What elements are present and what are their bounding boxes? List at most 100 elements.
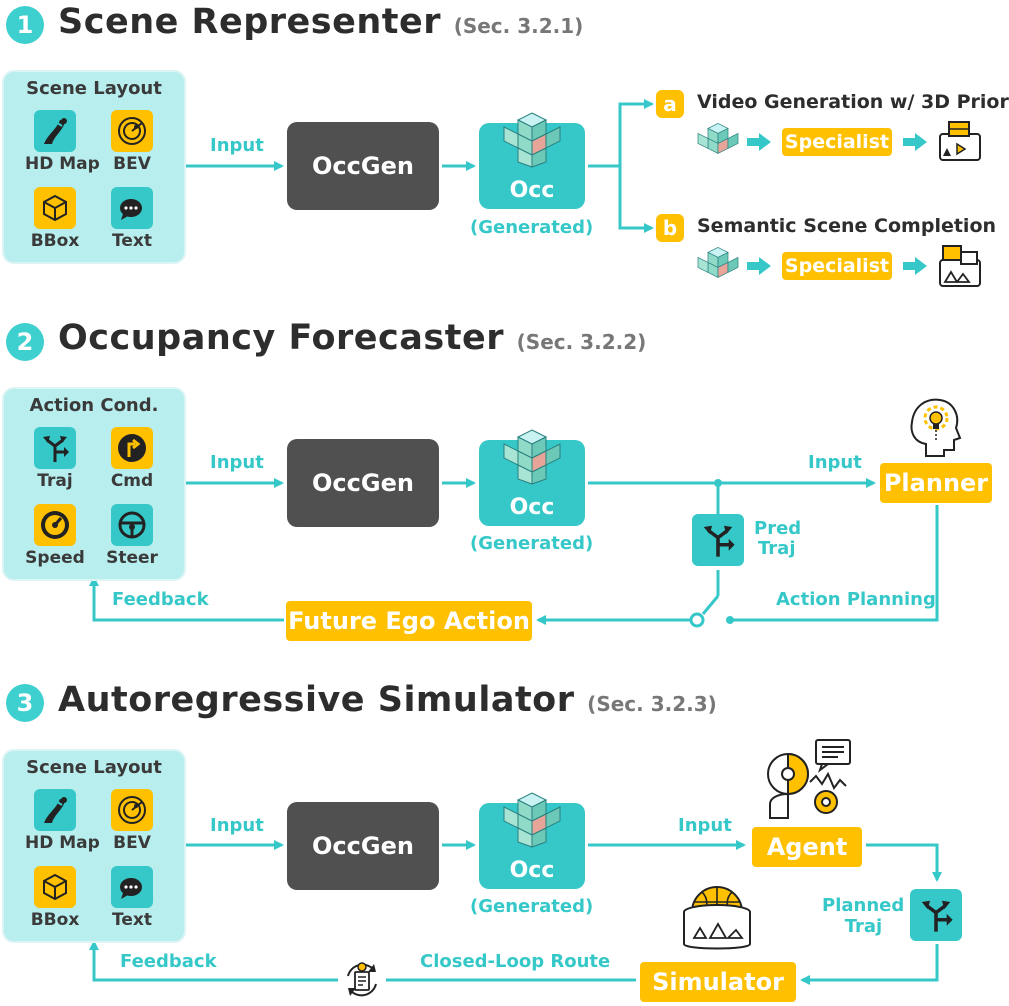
item-label: BBox (30, 231, 80, 251)
chat-icon (111, 866, 153, 908)
branch-b-title: Semantic Scene Completion (697, 215, 997, 237)
route-arrows-icon (910, 889, 962, 941)
panel-title: Scene Layout (26, 757, 162, 778)
closed-loop-route-label: Closed-Loop Route (420, 951, 611, 972)
speedometer-icon (34, 504, 76, 546)
cube-icon (34, 187, 76, 229)
agent-box: Agent (752, 827, 862, 867)
item-label: Text (112, 910, 152, 930)
branch-tag-a: a (656, 90, 684, 118)
input-label: Input (678, 815, 732, 836)
radar-icon (111, 789, 153, 831)
video-icon (939, 121, 981, 161)
occupancy-cube-icon (503, 792, 561, 848)
occ-label: Occ (509, 495, 555, 520)
section-number-1: 1 (6, 6, 44, 44)
occupancy-cube-icon (503, 429, 561, 485)
action-item-steer: Steer (102, 504, 162, 568)
label-line: Traj (758, 538, 796, 559)
occ-label: Occ (509, 178, 555, 203)
action-cond-panel: Action Cond. Traj Cmd Speed Steer (2, 387, 186, 581)
scene-item-text: Text (102, 866, 162, 930)
section-title-2: Occupancy Forecaster (Sec. 3.2.2) (58, 318, 646, 358)
generated-label: (Generated) (470, 896, 594, 917)
action-planning-label: Action Planning (776, 589, 936, 610)
input-label: Input (210, 452, 264, 473)
item-label: BBox (30, 910, 80, 930)
label-line: Planned (822, 895, 905, 916)
section-title-text: Scene Representer (58, 2, 441, 42)
turn-sign-icon (111, 427, 153, 469)
action-item-speed: Speed (25, 504, 85, 568)
section-ref: (Sec. 3.2.2) (516, 330, 647, 354)
simulator-box: Simulator (640, 962, 796, 1002)
agent-robot-icon (767, 739, 851, 819)
item-label: Traj (37, 471, 73, 491)
scene-item-bev: BEV (102, 789, 162, 853)
feedback-label: Feedback (120, 951, 217, 972)
simulator-globe-icon (683, 886, 751, 950)
item-label: BEV (113, 154, 151, 174)
item-label: Cmd (110, 471, 154, 491)
scene-item-bbox: BBox (25, 187, 85, 251)
planned-traj-label: Planned Traj (822, 895, 904, 937)
label-line: Traj (844, 916, 883, 937)
occ-label: Occ (509, 858, 555, 883)
item-label: Steer (106, 548, 158, 568)
item-label: HD Map (25, 154, 100, 174)
occgen-box: OccGen (287, 439, 439, 527)
branch-a-title: Video Generation w/ 3D Prior (697, 91, 1009, 113)
occupancy-cube-icon (697, 123, 739, 155)
occgen-box: OccGen (287, 802, 439, 890)
action-item-cmd: Cmd (102, 427, 162, 491)
scene-item-hd-map: HD Map (25, 110, 100, 174)
generated-label: (Generated) (470, 217, 594, 238)
panel-title: Action Cond. (29, 395, 159, 416)
section-ref: (Sec. 3.2.3) (587, 692, 717, 716)
panel-title: Scene Layout (26, 78, 162, 99)
input-label: Input (210, 135, 264, 156)
future-ego-action-box: Future Ego Action (286, 601, 532, 641)
branch-tag-b: b (656, 214, 684, 242)
section-title-3: Autoregressive Simulator (Sec. 3.2.3) (58, 680, 717, 720)
road-icon (34, 789, 76, 831)
item-label: Speed (25, 548, 85, 568)
section-number-3: 3 (6, 684, 44, 722)
feedback-label: Feedback (112, 589, 209, 610)
item-label: Text (112, 231, 152, 251)
specialist-box-a: Specialist (782, 128, 892, 156)
occgen-box: OccGen (287, 122, 439, 210)
route-cycle-icon (340, 958, 384, 1002)
generated-label: (Generated) (470, 533, 594, 554)
occ-box: Occ (479, 112, 585, 209)
scene-item-bev: BEV (102, 110, 162, 174)
arrow-right-icon (903, 257, 927, 275)
section-ref: (Sec. 3.2.1) (453, 14, 584, 38)
cube-icon (34, 866, 76, 908)
arrow-right-icon (747, 257, 771, 275)
input-label: Input (808, 452, 862, 473)
scene-item-hd-map: HD Map (25, 789, 100, 853)
route-arrows-icon (34, 427, 76, 469)
section-title-text: Autoregressive Simulator (58, 680, 575, 720)
chat-icon (111, 187, 153, 229)
steering-wheel-icon (111, 504, 153, 546)
label-line: Pred (754, 518, 802, 539)
arrow-right-icon (747, 133, 771, 151)
pred-traj-label: Pred Traj (754, 519, 801, 559)
occupancy-cube-icon (503, 112, 561, 168)
section-title-1: Scene Representer (Sec. 3.2.1) (58, 2, 583, 42)
occ-box: Occ (479, 792, 585, 889)
occupancy-cube-icon (697, 247, 739, 279)
section-number-2: 2 (6, 323, 44, 361)
planner-box: Planner (880, 463, 992, 503)
scene-completion-icon (939, 245, 981, 287)
specialist-box-b: Specialist (782, 252, 892, 280)
item-label: HD Map (25, 833, 100, 853)
road-icon (34, 110, 76, 152)
scene-layout-panel: Scene Layout HD Map BEV BBox Text (2, 749, 186, 943)
route-arrows-icon (692, 514, 744, 566)
occ-box: Occ (479, 429, 585, 526)
arrow-right-icon (903, 133, 927, 151)
